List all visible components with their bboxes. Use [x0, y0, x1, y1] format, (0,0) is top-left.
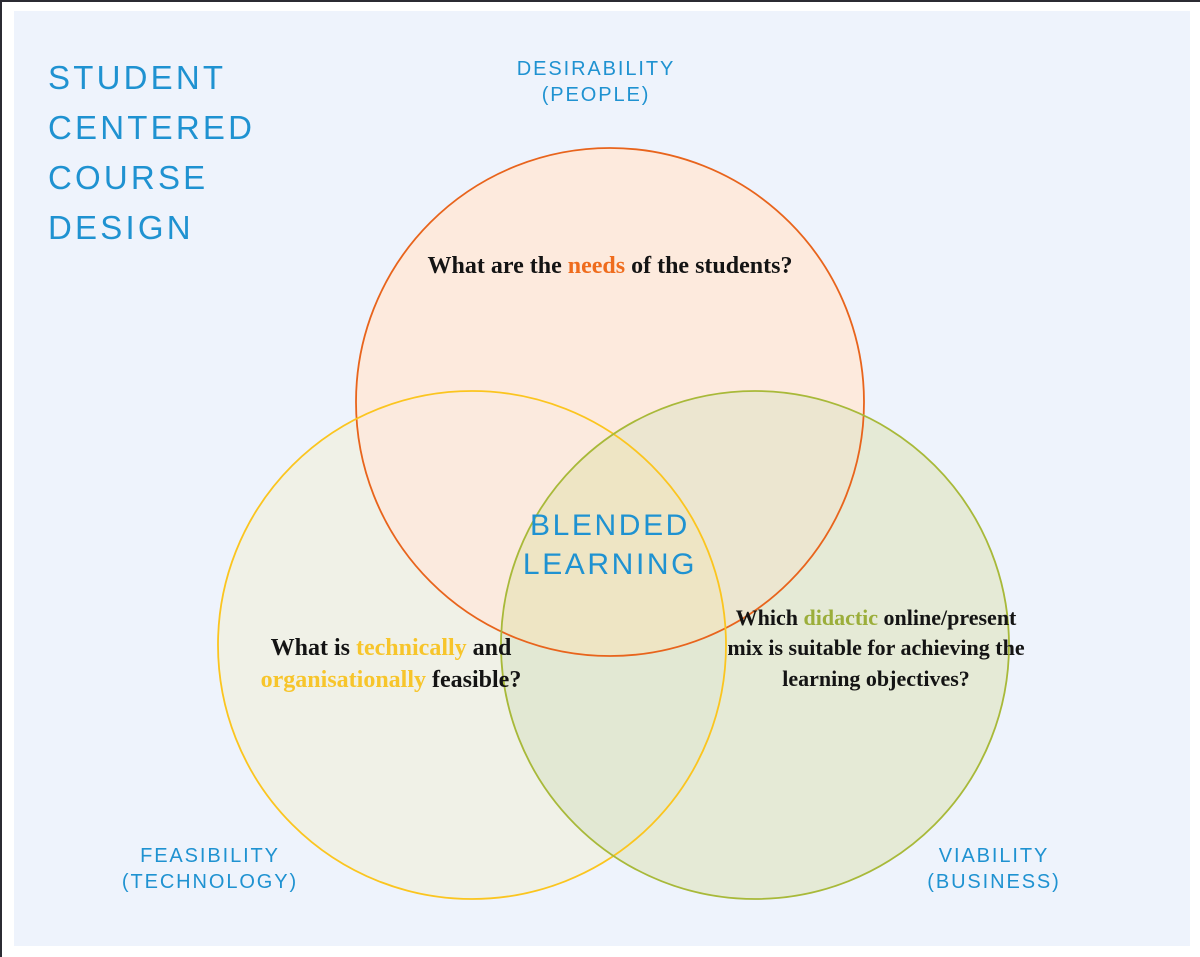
label-feasibility: FEASIBILITY (TECHNOLOGY): [121, 845, 299, 893]
label-desirability: DESIRABILITY (PEOPLE): [516, 58, 676, 106]
copy-feasibility: What is technically and organisationally…: [260, 635, 522, 693]
frame-left-edge: [0, 0, 2, 957]
center-label: BLENDED LEARNING: [522, 509, 698, 581]
frame-top-edge: [0, 0, 1200, 2]
circle-desirability-outline: [355, 147, 865, 657]
circle-viability-outline: [500, 390, 1010, 900]
copy-viability: Which didactic online/present mix is sui…: [727, 605, 1025, 691]
slide-background: STUDENT CENTERED COURSE DESIGN DESIRABIL…: [14, 11, 1190, 946]
copy-desirability: What are the needs of the students?: [427, 253, 793, 279]
overlap-triple: [501, 391, 726, 656]
venn-diagram: [14, 11, 1190, 946]
page-title: STUDENT CENTERED COURSE DESIGN: [48, 59, 256, 246]
label-viability: VIABILITY (BUSINESS): [927, 845, 1061, 893]
circle-feasibility-outline: [217, 390, 727, 900]
